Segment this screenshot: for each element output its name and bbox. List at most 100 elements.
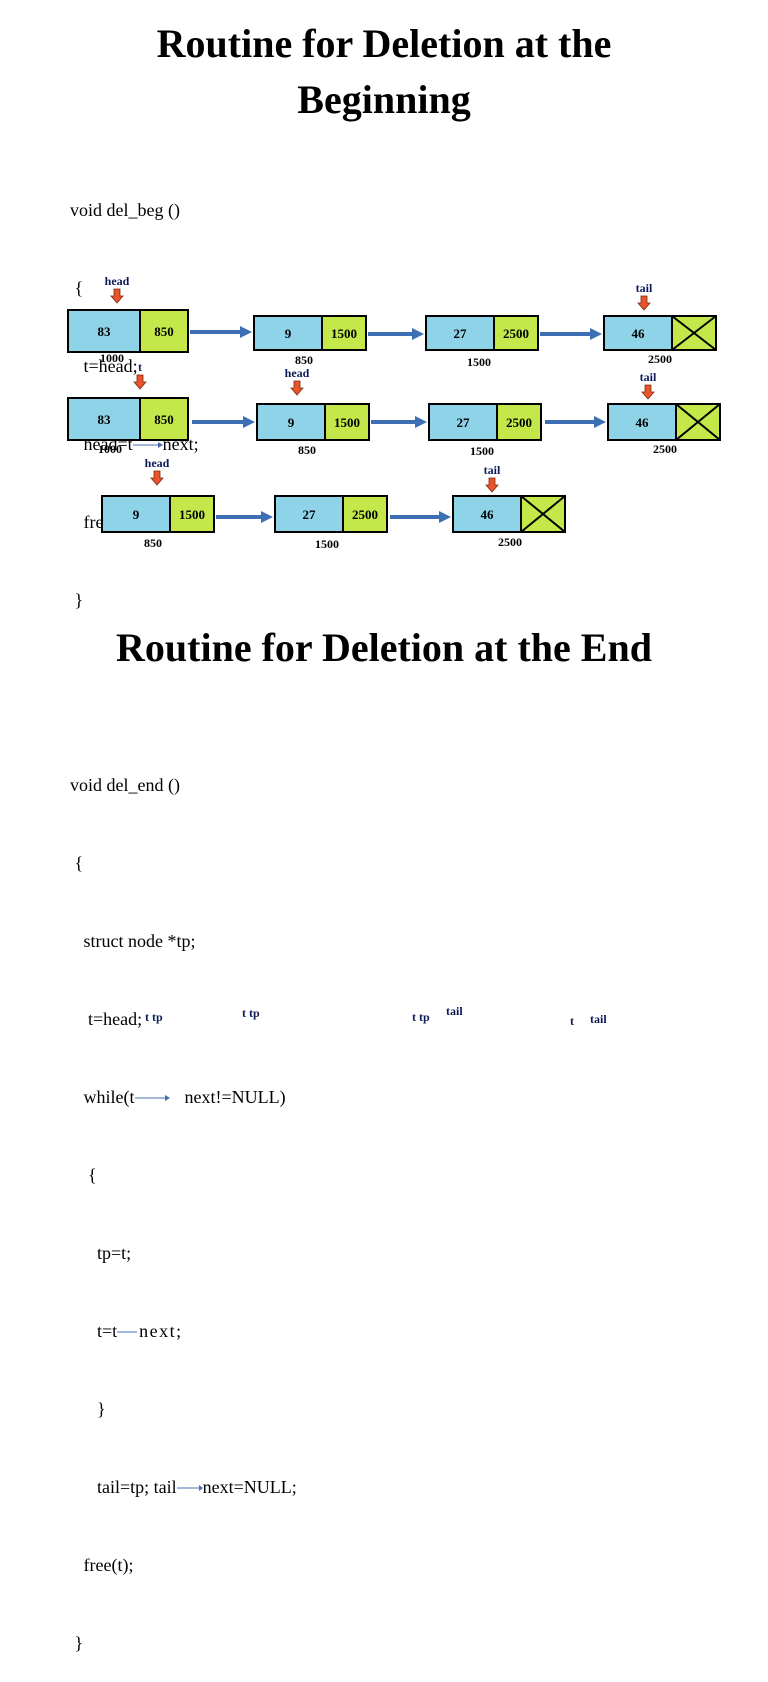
node-data-value: 9 (288, 415, 295, 430)
link-arrow-head (240, 326, 252, 338)
code-line: void del_beg () (70, 200, 180, 220)
node-data-cell (67, 309, 141, 353)
code-line: } (70, 1633, 84, 1653)
node-data-value: 83 (98, 412, 112, 427)
pointer-label-tail: tail (484, 463, 501, 477)
pointer-down-arrow-icon (485, 477, 499, 493)
node-next-cell (342, 495, 388, 533)
null-cross-line (675, 403, 721, 441)
node-next-value: 2500 (352, 507, 378, 522)
node-data-cell (67, 397, 141, 441)
node-address-label: 2500 (653, 442, 677, 456)
node-next-value: 850 (154, 412, 174, 427)
link-arrow-head (439, 511, 451, 523)
code-line: } (70, 1399, 106, 1419)
link-arrow-head (261, 511, 273, 523)
node-data-cell (428, 403, 498, 441)
pointer-down-arrow-icon (641, 384, 655, 400)
pointer-label-tail: tail (640, 370, 657, 384)
pointer-down-arrow-icon (637, 295, 651, 311)
node-data-value: 9 (133, 507, 140, 522)
link-arrow-head (594, 416, 606, 428)
link-arrow-head (412, 328, 424, 340)
node-data-cell (256, 403, 326, 441)
node-data-value: 83 (98, 324, 112, 339)
node-data-value: 46 (481, 507, 495, 522)
node-next-cell (139, 309, 189, 353)
bottom-pointer-label: t tp (145, 1010, 163, 1024)
bottom-pointer-label: t (570, 1014, 574, 1028)
pointer-down-arrow-icon (290, 380, 304, 396)
code-line: { (70, 853, 84, 873)
node-next-value: 2500 (503, 326, 529, 341)
code-line: void del_end () (70, 775, 180, 795)
pointer-label-head: head (145, 456, 170, 470)
node-next-value: 2500 (506, 415, 532, 430)
node-address-label: 850 (295, 353, 313, 367)
node-data-cell (603, 315, 673, 351)
pointer-label-head: head (105, 274, 130, 288)
node-data-cell (101, 495, 171, 533)
node-data-value: 27 (303, 507, 317, 522)
node-data-value: 9 (285, 326, 292, 341)
node-next-cell (496, 403, 542, 441)
section-title-begin-line1: Routine for Deletion at the (156, 21, 612, 66)
pointer-down-arrow-icon (150, 470, 164, 486)
code-line: free(t); (70, 1555, 134, 1575)
node-data-value: 27 (457, 415, 471, 430)
code-line: { (70, 278, 84, 298)
node-next-value: 1500 (334, 415, 360, 430)
code-line: } (70, 590, 84, 610)
arrow-icon (134, 1093, 185, 1103)
node-address-label: 2500 (498, 535, 522, 549)
section-title-begin-line2: Beginning (297, 77, 471, 122)
node-address-label: 850 (298, 443, 316, 457)
node-next-cell (139, 397, 189, 441)
pointer-down-arrow-icon (110, 288, 124, 304)
node-data-value: 27 (454, 326, 468, 341)
code-line: t=head; (70, 356, 138, 376)
arrow-icon (176, 1483, 203, 1493)
pointer-label-tail: tail (636, 281, 653, 295)
node-address-label: 850 (144, 536, 162, 550)
pointer-label-t: t (138, 360, 142, 374)
node-data-cell (274, 495, 344, 533)
bottom-pointer-label: t tp (242, 1006, 260, 1020)
node-next-cell (321, 315, 367, 351)
code-line: t=head; (70, 1009, 143, 1029)
node-address-label: 1500 (470, 444, 494, 458)
node-next-value: 1500 (331, 326, 357, 341)
bottom-pointer-label: tail (590, 1012, 607, 1026)
link-arrow-head (415, 416, 427, 428)
code-line: tp=t; (70, 1243, 132, 1263)
node-next-value: 1500 (179, 507, 205, 522)
node-data-cell (425, 315, 495, 351)
code-block-del-end: void del_end () { struct node *tp; t=hea… (70, 720, 297, 1682)
node-address-label: 1500 (315, 537, 339, 551)
node-next-cell (169, 495, 215, 533)
node-data-value: 46 (632, 326, 646, 341)
arrow-icon (117, 1327, 139, 1337)
node-next-cell (493, 315, 539, 351)
node-data-value: 46 (636, 415, 650, 430)
node-address-label: 1000 (98, 442, 122, 456)
section-title-end: Routine for Deletion at the End (116, 625, 652, 670)
node-address-label: 1500 (467, 355, 491, 369)
bottom-pointer-label: tail (446, 1004, 463, 1018)
node-next-cell (324, 403, 370, 441)
node-next-value: 850 (154, 324, 174, 339)
link-arrow-head (590, 328, 602, 340)
link-arrow-head (243, 416, 255, 428)
pointer-label-head: head (285, 366, 310, 380)
null-cross-line (671, 315, 717, 351)
code-line: struct node *tp; (70, 931, 196, 951)
code-line: { (70, 1165, 97, 1185)
node-address-label: 2500 (648, 352, 672, 366)
bottom-pointer-label: t tp (412, 1010, 430, 1024)
node-data-cell (607, 403, 677, 441)
node-address-label: 1000 (100, 351, 124, 365)
